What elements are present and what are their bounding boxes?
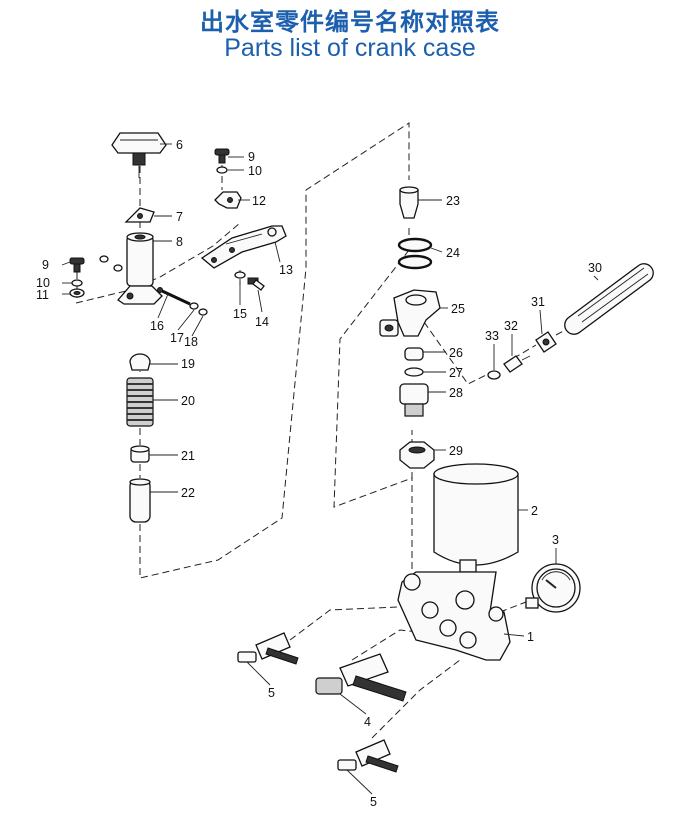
- label-part-18: 18: [184, 335, 198, 349]
- label-part-24: 24: [446, 246, 460, 260]
- part-26-insert: [404, 347, 424, 361]
- part-5-valve-upper: [237, 632, 299, 665]
- label-part-10-top: 10: [248, 164, 262, 178]
- label-part-14: 14: [255, 315, 269, 329]
- part-10-11-washers-left: [69, 279, 85, 298]
- label-part-19: 19: [181, 357, 195, 371]
- leader-lines: [61, 143, 599, 795]
- label-part-12: 12: [252, 194, 266, 208]
- label-part-29: 29: [449, 444, 463, 458]
- label-part-32: 32: [504, 319, 518, 333]
- label-part-17: 17: [170, 331, 184, 345]
- part-33-seal: [487, 370, 501, 380]
- label-part-13: 13: [279, 263, 293, 277]
- part-19-valve-cap: [129, 353, 151, 371]
- part-8-cylinder: [117, 232, 163, 305]
- label-part-5-upper: 5: [268, 686, 275, 700]
- part-12-clip: [214, 191, 242, 209]
- label-part-2: 2: [531, 504, 538, 518]
- label-part-8: 8: [176, 235, 183, 249]
- label-part-28: 28: [449, 386, 463, 400]
- part-32-nipple: [503, 355, 531, 373]
- part-9-screw-top: [214, 148, 230, 174]
- label-part-21: 21: [181, 449, 195, 463]
- part-23-nozzle: [399, 186, 419, 219]
- part-25-housing: [379, 289, 441, 337]
- part-31-coupling: [535, 331, 557, 353]
- part-29-nut: [399, 441, 435, 469]
- small-pins-left: [99, 255, 123, 272]
- label-part-22: 22: [181, 486, 195, 500]
- part-22-plunger: [129, 478, 151, 523]
- part-9-screw-left: [69, 257, 85, 273]
- part-7-bracket: [124, 207, 155, 223]
- diagram-title-chinese: 出水室零件编号名称对照表: [200, 8, 500, 36]
- label-part-30: 30: [588, 261, 602, 275]
- label-part-6: 6: [176, 138, 183, 152]
- part-20-spring: [126, 377, 154, 427]
- part-5-valve-lower: [337, 739, 399, 773]
- label-part-5-lower: 5: [370, 795, 377, 809]
- label-part-3: 3: [552, 533, 559, 547]
- part-labels: 6 7 8 9 10 12 13 14 15 16 17 18 9 10 11 …: [36, 138, 602, 809]
- part-16-pin-rod: [157, 287, 191, 306]
- label-part-25: 25: [451, 302, 465, 316]
- label-part-27: 27: [449, 366, 463, 380]
- part-4-valve-main: [315, 653, 407, 702]
- label-part-15: 15: [233, 307, 247, 321]
- label-part-33: 33: [485, 329, 499, 343]
- part-13-handle-lever: [200, 225, 287, 269]
- part-15-washer: [234, 271, 246, 279]
- diagram-title-english: Parts list of crank case: [224, 34, 476, 62]
- part-14-bolt: [247, 277, 265, 291]
- label-part-11: 11: [36, 288, 49, 302]
- label-part-23: 23: [446, 194, 460, 208]
- part-17-18-small-washers: [189, 302, 208, 316]
- label-part-31: 31: [531, 295, 545, 309]
- part-1-manifold-body: [397, 571, 511, 661]
- label-part-10-left: 10: [36, 276, 50, 290]
- part-24-o-rings: [397, 237, 433, 270]
- part-28-valve-body: [399, 383, 429, 417]
- part-2-tank: [433, 463, 519, 573]
- part-27-washer: [404, 367, 424, 377]
- part-3-pressure-gauge: [525, 563, 581, 613]
- label-part-26: 26: [449, 346, 463, 360]
- part-6-knob: [111, 132, 167, 178]
- label-part-9-top: 9: [248, 150, 255, 164]
- label-part-9-left: 9: [42, 258, 49, 272]
- part-21-valve-seat: [130, 445, 150, 463]
- part-30-grip-sleeve: [564, 263, 654, 335]
- label-part-16: 16: [150, 319, 164, 333]
- label-part-7: 7: [176, 210, 183, 224]
- label-part-4: 4: [364, 715, 371, 729]
- label-part-1: 1: [527, 630, 534, 644]
- label-part-20: 20: [181, 394, 195, 408]
